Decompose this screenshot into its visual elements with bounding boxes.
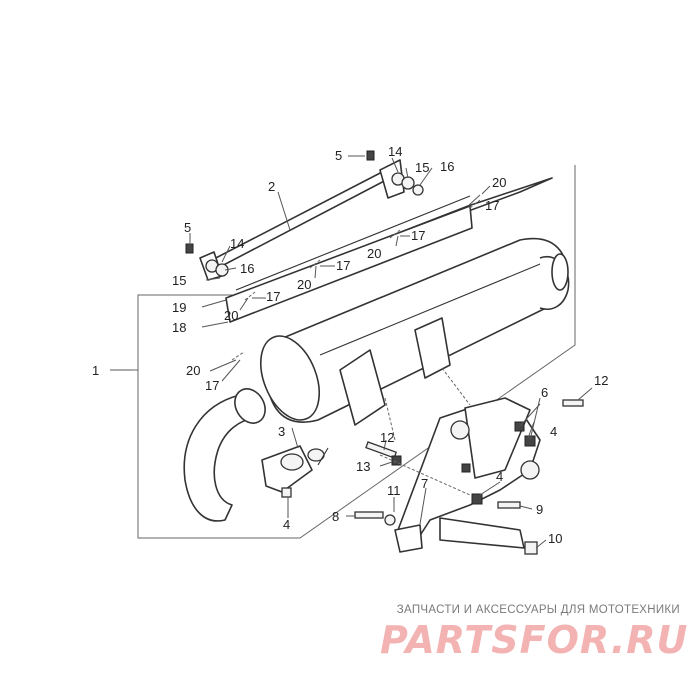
callout-5: 5: [184, 220, 191, 235]
hardware: [185, 150, 584, 555]
callout-20: 20: [367, 246, 381, 261]
callout-4: 4: [550, 424, 557, 439]
callout-14: 14: [230, 236, 244, 251]
callout-20: 20: [186, 363, 200, 378]
callout-20: 20: [224, 308, 238, 323]
callout-17: 17: [485, 198, 499, 213]
callout-12: 12: [380, 430, 394, 445]
callout-1: 1: [92, 363, 99, 378]
watermark-caption: ЗАПЧАСТИ И АКСЕССУАРЫ ДЛЯ МОТОТЕХНИКИ: [396, 604, 680, 616]
callout-17: 17: [205, 378, 219, 393]
callout-11: 11: [387, 483, 401, 498]
callout-4: 4: [496, 469, 503, 484]
callout-20: 20: [492, 175, 506, 190]
callout-19: 19: [172, 300, 186, 315]
callout-2: 2: [268, 179, 275, 194]
callout-7: 7: [421, 476, 428, 491]
callout-4: 4: [283, 517, 290, 532]
callout-12: 12: [594, 373, 608, 388]
callout-17: 17: [336, 258, 350, 273]
header-pipe: [183, 388, 266, 522]
callout-13: 13: [356, 459, 370, 474]
watermark-logo: PARTSFOR.RU: [380, 618, 689, 662]
callout-15: 15: [415, 160, 429, 175]
callout-16: 16: [440, 159, 454, 174]
leader-lines: [110, 155, 593, 549]
callout-16: 16: [240, 261, 254, 276]
callout-9: 9: [536, 502, 543, 517]
callout-6: 6: [541, 385, 548, 400]
muffler: [259, 237, 570, 426]
callout-10: 10: [548, 531, 562, 546]
callout-5: 5: [335, 148, 342, 163]
assembly-frame: [132, 165, 576, 539]
watermark: ЗАПЧАСТИ И АКСЕССУАРЫ ДЛЯ МОТОТЕХНИКИ PA…: [380, 604, 689, 662]
exhaust-flange: [261, 445, 329, 498]
mount-bracket: [394, 397, 541, 553]
callout-20: 20: [297, 277, 311, 292]
callout-8: 8: [332, 509, 339, 524]
callout-labels: 1 2 3 4 4 4 5 5 6 7 8 9 10 11 12 12 13 1…: [92, 144, 608, 546]
callout-14: 14: [388, 144, 402, 159]
callout-15: 15: [172, 273, 186, 288]
callout-18: 18: [172, 320, 186, 335]
callout-3: 3: [278, 424, 285, 439]
callout-17: 17: [411, 228, 425, 243]
heat-shield: [225, 177, 553, 323]
callout-17: 17: [266, 289, 280, 304]
